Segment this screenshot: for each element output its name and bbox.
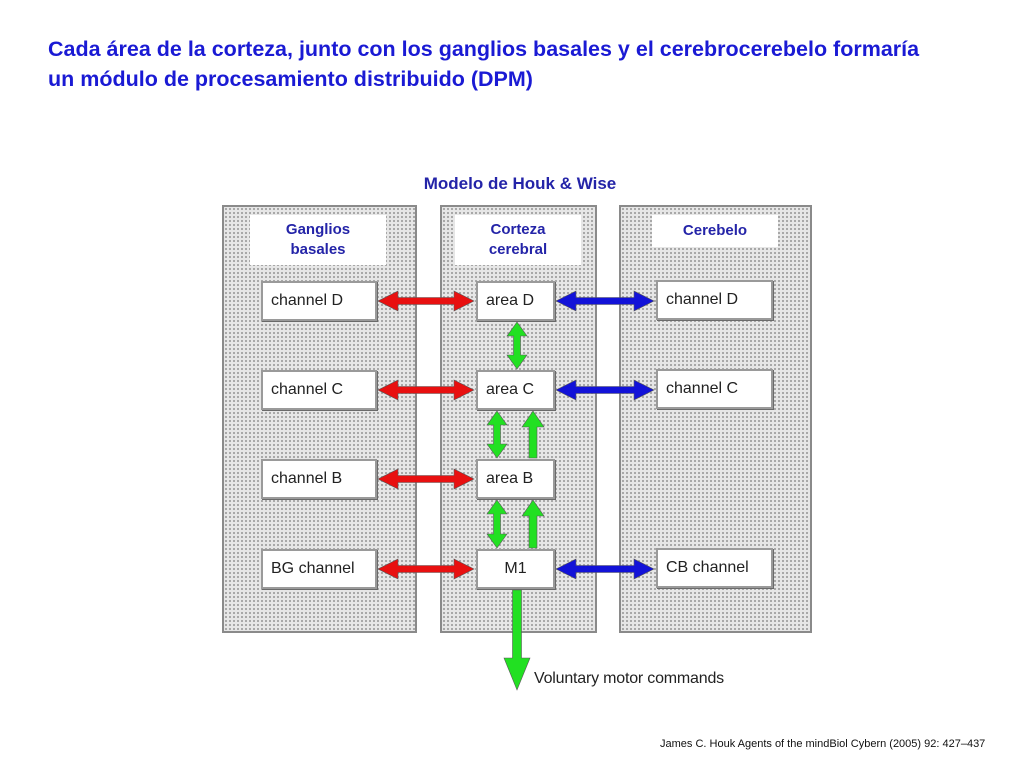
basal-ganglia-label-line-1: Ganglios bbox=[285, 221, 351, 238]
cerebellum-label-line-1: Cerebelo bbox=[682, 222, 748, 239]
area-b-c-up-arrow bbox=[521, 410, 545, 459]
diagram-title: Modelo de Houk & Wise bbox=[423, 174, 617, 193]
m1-b-up-arrow bbox=[521, 499, 545, 549]
bg-cortex-arrow-d bbox=[377, 290, 475, 312]
m1-b-bidirectional-arrow bbox=[486, 499, 508, 549]
bg-node-channel-b: channel B bbox=[261, 459, 377, 499]
bg-cortex-arrow-m1 bbox=[377, 558, 475, 580]
basal-ganglia-label: Ganglios basales bbox=[250, 215, 386, 265]
citation: James C. Houk Agents of the mindBiol Cyb… bbox=[660, 738, 986, 750]
bg-node-bg-channel: BG channel bbox=[261, 549, 377, 589]
cb-node-cb-channel: CB channel bbox=[656, 548, 773, 588]
cerebellum-arrows bbox=[555, 290, 655, 580]
cortex-label-line-2: cerebral bbox=[488, 241, 548, 258]
basal-ganglia-label-line-2: basales bbox=[290, 241, 346, 258]
cortex-cb-arrow-c bbox=[555, 379, 655, 401]
basal-ganglia-arrows bbox=[377, 290, 475, 580]
cortex-node-area-d: area D bbox=[476, 281, 555, 321]
area-c-b-bidirectional-arrow bbox=[486, 410, 508, 459]
area-d-c-arrow bbox=[506, 321, 528, 370]
cb-node-channel-d: channel D bbox=[656, 280, 773, 320]
cortex-label-line-1: Corteza bbox=[490, 221, 546, 238]
bg-node-channel-d: channel D bbox=[261, 281, 377, 321]
cortex-node-area-c: area C bbox=[476, 370, 555, 410]
cerebellum-label: Cerebelo bbox=[652, 215, 778, 247]
cortex-cb-arrow-m1 bbox=[555, 558, 655, 580]
slide-title: Cada área de la corteza, junto con los g… bbox=[48, 34, 988, 94]
motor-output-arrow bbox=[503, 589, 531, 691]
bg-cortex-arrow-c bbox=[377, 379, 475, 401]
cortex-cb-arrow-d bbox=[555, 290, 655, 312]
bg-cortex-arrow-b bbox=[377, 468, 475, 490]
slide-title-line-1: Cada área de la corteza, junto con los g… bbox=[48, 37, 920, 61]
motor-output-label: Voluntary motor commands bbox=[534, 670, 724, 687]
cortex-node-m1: M1 bbox=[476, 549, 555, 589]
slide-title-line-2: un módulo de procesamiento distribuido (… bbox=[48, 67, 533, 91]
cortex-label: Corteza cerebral bbox=[455, 215, 581, 265]
cortex-arrows bbox=[486, 321, 545, 691]
bg-node-channel-c: channel C bbox=[261, 370, 377, 410]
cb-node-channel-c: channel C bbox=[656, 369, 773, 409]
cortex-node-area-b: area B bbox=[476, 459, 555, 499]
cortex-panel bbox=[440, 205, 597, 633]
